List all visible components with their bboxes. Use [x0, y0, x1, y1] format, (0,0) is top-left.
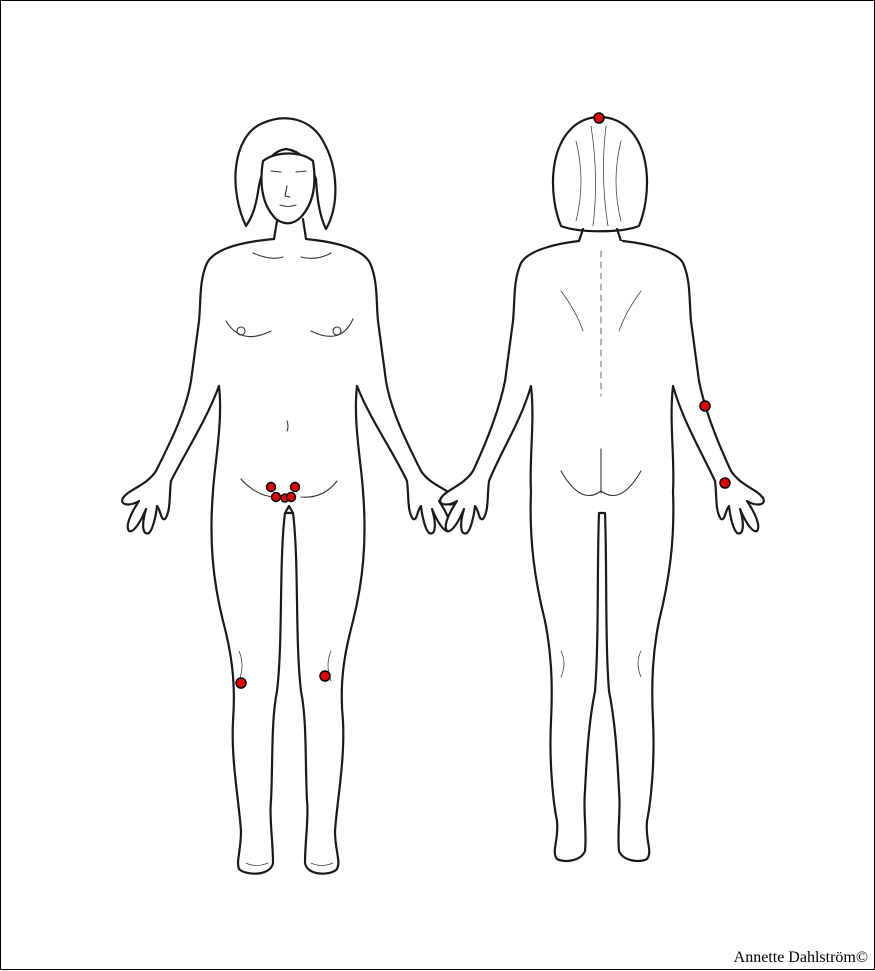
marker-back-forearm: [700, 401, 710, 411]
marker-front-groin-upper-left: [267, 483, 276, 492]
credit-text: Annette Dahlström©: [734, 949, 868, 967]
front-face: [262, 154, 315, 224]
marker-front-right-knee: [236, 678, 246, 688]
marker-front-groin-lower-left: [272, 493, 281, 502]
marker-front-groin-lower-right: [287, 493, 296, 502]
front-torso-outline: [122, 239, 456, 874]
back-torso-outline: [440, 241, 764, 861]
marker-back-crown: [594, 113, 604, 123]
marker-back-hand: [720, 478, 730, 488]
marker-front-left-knee: [320, 671, 330, 681]
back-hair: [553, 117, 647, 231]
back-body-figure: [440, 117, 764, 861]
marker-front-groin-upper-right: [291, 483, 300, 492]
